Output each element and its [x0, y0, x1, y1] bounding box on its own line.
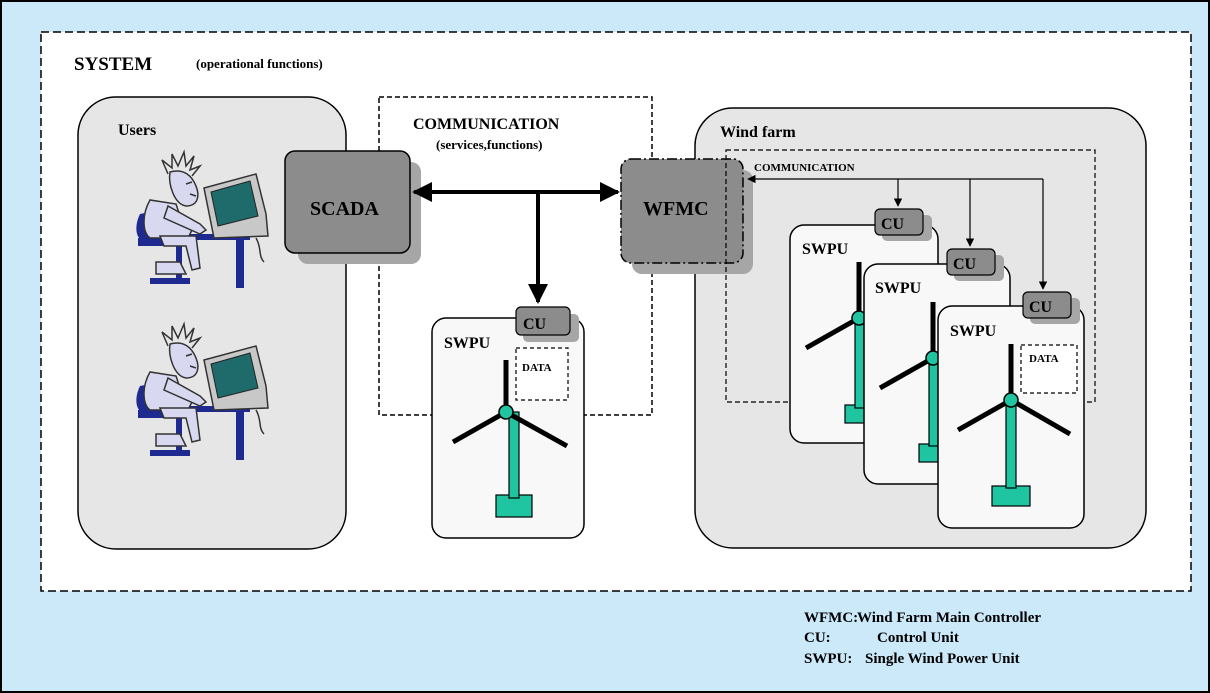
cu-box: [874, 208, 932, 241]
system-subtitle: (operational functions): [196, 56, 323, 71]
cu-label: CU: [523, 316, 547, 333]
farm-communication-label: COMMUNICATION: [754, 162, 855, 174]
legend-definition: Control Unit: [877, 630, 959, 646]
cu-label: CU: [953, 256, 977, 273]
legend-term: CU:: [804, 630, 831, 646]
legend-term: SWPU:: [804, 651, 852, 667]
farm-communication-region: [725, 149, 1096, 403]
swpu-label: SWPU: [875, 280, 922, 297]
legend-definition: Single Wind Power Unit: [865, 651, 1020, 667]
swpu-label: SWPU: [802, 241, 849, 258]
communication-title: COMMUNICATION: [413, 116, 560, 133]
swpu-label: SWPU: [444, 335, 491, 352]
cu-box: [515, 306, 579, 342]
communication-subtitle: (services,functions): [436, 137, 543, 152]
wfmc-label: WFMC: [643, 198, 709, 220]
swpu-unit: [937, 305, 1085, 529]
data-label: DATA: [1029, 353, 1059, 365]
legend-term: WFMC:: [804, 610, 858, 626]
system-title: SYSTEM: [74, 54, 152, 75]
cu-box: [946, 248, 1004, 281]
cu-label: CU: [1029, 299, 1053, 316]
swpu-unit: [431, 317, 585, 539]
cu-box: [1022, 291, 1080, 324]
users-label: Users: [118, 122, 156, 139]
legend-definition: Wind Farm Main Controller: [857, 610, 1041, 626]
cu-label: CU: [881, 216, 905, 233]
wind-farm-label: Wind farm: [720, 124, 796, 141]
swpu-label: SWPU: [950, 323, 997, 340]
data-label: DATA: [522, 362, 552, 374]
wfmc-box: [620, 158, 744, 264]
scada-box: [284, 150, 411, 254]
scada-label: SCADA: [310, 198, 379, 220]
legend: WFMC: Wind Farm Main Controller CU: Cont…: [804, 610, 1041, 667]
